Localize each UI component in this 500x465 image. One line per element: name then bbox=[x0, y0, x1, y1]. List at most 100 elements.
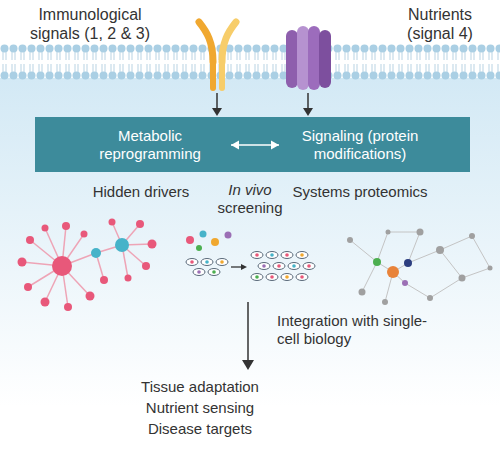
cell bbox=[258, 263, 270, 270]
cell bbox=[208, 269, 220, 276]
cell-marker bbox=[255, 253, 259, 257]
cell bbox=[216, 259, 228, 266]
arrow-head bbox=[212, 108, 222, 116]
cell-marker bbox=[205, 260, 209, 264]
cell bbox=[273, 263, 285, 270]
screen-arrow bbox=[231, 266, 242, 267]
network-node bbox=[382, 299, 388, 305]
integration-arrow bbox=[247, 302, 249, 362]
cell-markers bbox=[255, 253, 311, 279]
cell bbox=[266, 274, 278, 281]
node-text: Metabolic reprogramming bbox=[75, 127, 225, 163]
network-node bbox=[62, 222, 70, 230]
section-label: Hidden drivers bbox=[85, 183, 197, 201]
network-link bbox=[362, 262, 377, 292]
cell bbox=[303, 263, 315, 270]
annotation-label: Integration with single-cell biology bbox=[277, 312, 437, 348]
network-link bbox=[440, 236, 472, 250]
arrow-head bbox=[271, 141, 279, 150]
transporter-subunit bbox=[286, 30, 298, 88]
cell bbox=[296, 274, 308, 281]
cell bbox=[281, 252, 293, 259]
hub-node bbox=[115, 238, 129, 252]
network-node bbox=[41, 298, 50, 307]
cell-marker bbox=[262, 264, 266, 268]
cell-marker bbox=[270, 275, 274, 279]
network-link bbox=[388, 232, 420, 233]
pathogen bbox=[211, 238, 219, 246]
section-label: In vivo screening bbox=[212, 181, 288, 217]
cell bbox=[288, 263, 300, 270]
cell bbox=[251, 252, 263, 259]
cell-marker bbox=[220, 260, 224, 264]
cell-membrane bbox=[0, 44, 500, 80]
network-node bbox=[109, 219, 116, 226]
transporter-subunit bbox=[319, 30, 331, 88]
cell-markers bbox=[190, 260, 224, 274]
cell-marker bbox=[277, 264, 281, 268]
network-node bbox=[81, 231, 88, 238]
signal-arrow bbox=[216, 93, 218, 110]
cell-marker bbox=[255, 275, 259, 279]
network-node bbox=[417, 229, 424, 236]
network-node bbox=[24, 283, 32, 291]
network-node bbox=[386, 230, 391, 235]
driver-network-links bbox=[22, 222, 152, 307]
network-node bbox=[64, 303, 72, 311]
node-text: Signaling (protein modifications) bbox=[285, 127, 435, 163]
proteomics-nodes bbox=[347, 229, 493, 306]
pathogen bbox=[196, 245, 202, 251]
signal-label: Immunological signals (1, 2 & 3) bbox=[12, 5, 168, 43]
arrow-head bbox=[242, 360, 254, 370]
receptor-stem bbox=[210, 58, 216, 88]
transporter-subunit bbox=[297, 26, 309, 90]
network-link bbox=[440, 250, 462, 278]
highlight-node bbox=[373, 258, 381, 266]
cell bbox=[281, 274, 293, 281]
network-node bbox=[488, 266, 493, 271]
network-node bbox=[125, 275, 132, 282]
cell-marker bbox=[285, 253, 289, 257]
arrow-head bbox=[303, 108, 313, 116]
cell-marker bbox=[212, 270, 216, 274]
process-band bbox=[35, 117, 470, 172]
network-node bbox=[100, 276, 108, 284]
network-link bbox=[377, 232, 388, 262]
double-arrow bbox=[231, 141, 279, 150]
highlight-node bbox=[402, 280, 408, 286]
network-node bbox=[436, 246, 444, 254]
cell-marker bbox=[197, 270, 201, 274]
network-node bbox=[427, 295, 433, 301]
nutrient-transporter bbox=[286, 26, 331, 90]
cells-before bbox=[186, 259, 228, 276]
network-node bbox=[469, 233, 475, 239]
cell-marker bbox=[190, 260, 194, 264]
network-node bbox=[347, 237, 353, 243]
cell bbox=[251, 274, 263, 281]
cell bbox=[266, 252, 278, 259]
cell-marker bbox=[285, 275, 289, 279]
pathogen bbox=[225, 232, 232, 239]
arrow-head bbox=[241, 264, 247, 270]
network-link bbox=[408, 250, 440, 263]
pathogen bbox=[200, 231, 207, 238]
pathogen-cluster bbox=[186, 231, 232, 252]
section-label: Systems proteomics bbox=[292, 183, 428, 201]
network-node bbox=[26, 236, 34, 244]
network-link bbox=[405, 283, 430, 298]
cell-marker bbox=[307, 264, 311, 268]
cell-marker bbox=[300, 275, 304, 279]
driver-network-nodes bbox=[18, 219, 157, 312]
network-link bbox=[472, 236, 490, 268]
network-link bbox=[462, 268, 490, 278]
network-node bbox=[42, 225, 49, 232]
arrow-head bbox=[231, 141, 239, 150]
immune-receptor bbox=[199, 22, 236, 88]
outcome-label: Nutrient sensing bbox=[100, 399, 300, 417]
signal-label: Nutrients (signal 4) bbox=[385, 5, 495, 43]
pathogen bbox=[186, 236, 194, 244]
network-node bbox=[18, 258, 27, 267]
network-node bbox=[459, 275, 466, 282]
